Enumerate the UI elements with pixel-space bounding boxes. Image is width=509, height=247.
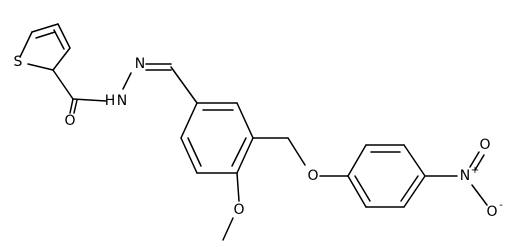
bond-thiophene-c5-s xyxy=(27,63,54,71)
hydrazone-chain xyxy=(52,63,198,114)
bond-carbonyl-nh xyxy=(72,98,107,102)
bond-thiophene-s-c2 xyxy=(19,31,33,58)
central-benzene-ring xyxy=(180,102,254,174)
bond-np-c4-c5 xyxy=(403,175,426,208)
atom-label-nitro-top-oxygen: O xyxy=(479,137,490,153)
atom-label-methoxy-oxygen: O xyxy=(233,202,244,218)
atom-label-imine-nitrogen: N xyxy=(135,56,145,72)
bond-np-inner-3 xyxy=(354,175,371,202)
bond-np-inner-2 xyxy=(400,175,419,202)
methoxy-group xyxy=(222,172,240,241)
bond-carbonyl-oxygen-a xyxy=(69,98,74,114)
bond-nitro-n-o-top-b xyxy=(474,154,485,171)
atom-label-hydrazide-hydrogen: H xyxy=(105,93,116,109)
bond-thiophene-carbonyl xyxy=(52,69,74,100)
bond-thiophene-c4-c5 xyxy=(52,47,71,71)
thiophene-ring xyxy=(19,23,71,71)
atom-label-nitro-bottom-oxygen: O xyxy=(486,204,497,220)
bond-np-c6-c1 xyxy=(347,175,367,208)
bond-central-c2-c3 xyxy=(236,102,254,139)
bond-thiophene-c2-c3 xyxy=(31,23,59,33)
bond-np-c1-c2 xyxy=(347,144,367,177)
bond-central-c3-c4 xyxy=(236,137,254,174)
bond-ch2-o xyxy=(287,137,306,166)
bond-imine-c-ring xyxy=(170,66,198,104)
bond-central-c5-c6 xyxy=(180,137,198,174)
bond-nh-imine-n xyxy=(122,72,132,90)
nitro-group xyxy=(424,151,488,206)
atom-label-carbonyl-oxygen: O xyxy=(64,113,75,129)
bond-carbonyl-oxygen-b xyxy=(73,99,78,114)
atom-label-ether-oxygen: O xyxy=(307,168,318,184)
bond-ring-methoxy-o xyxy=(236,172,240,202)
nitro-nitrogen-positive-charge: + xyxy=(471,165,479,176)
bond-central-inner-3 xyxy=(187,137,202,167)
ether-linker xyxy=(252,137,349,177)
bond-thiophene-c3-c4-inner xyxy=(53,29,65,50)
atom-label-nitro-nitrogen: N xyxy=(460,168,470,184)
bond-np-c3-c4 xyxy=(403,144,426,177)
bond-central-inner-2 xyxy=(231,137,247,167)
bond-nitro-n-o-top-a xyxy=(469,151,480,168)
bond-methoxy-o-ch3 xyxy=(222,217,234,241)
nitro-oxygen-negative-charge: - xyxy=(499,200,503,211)
bond-central-c6-c1 xyxy=(180,102,198,139)
bond-nitro-n-o-bottom xyxy=(471,184,488,206)
bond-thiophene-c3-c4-outer xyxy=(57,23,71,49)
atom-label-sulfur: S xyxy=(14,54,23,70)
atom-label-hydrazide-nitrogen: N xyxy=(117,93,127,109)
bond-thiophene-c2-c3-inner xyxy=(35,31,56,39)
nitrophenyl-ring xyxy=(347,144,426,208)
